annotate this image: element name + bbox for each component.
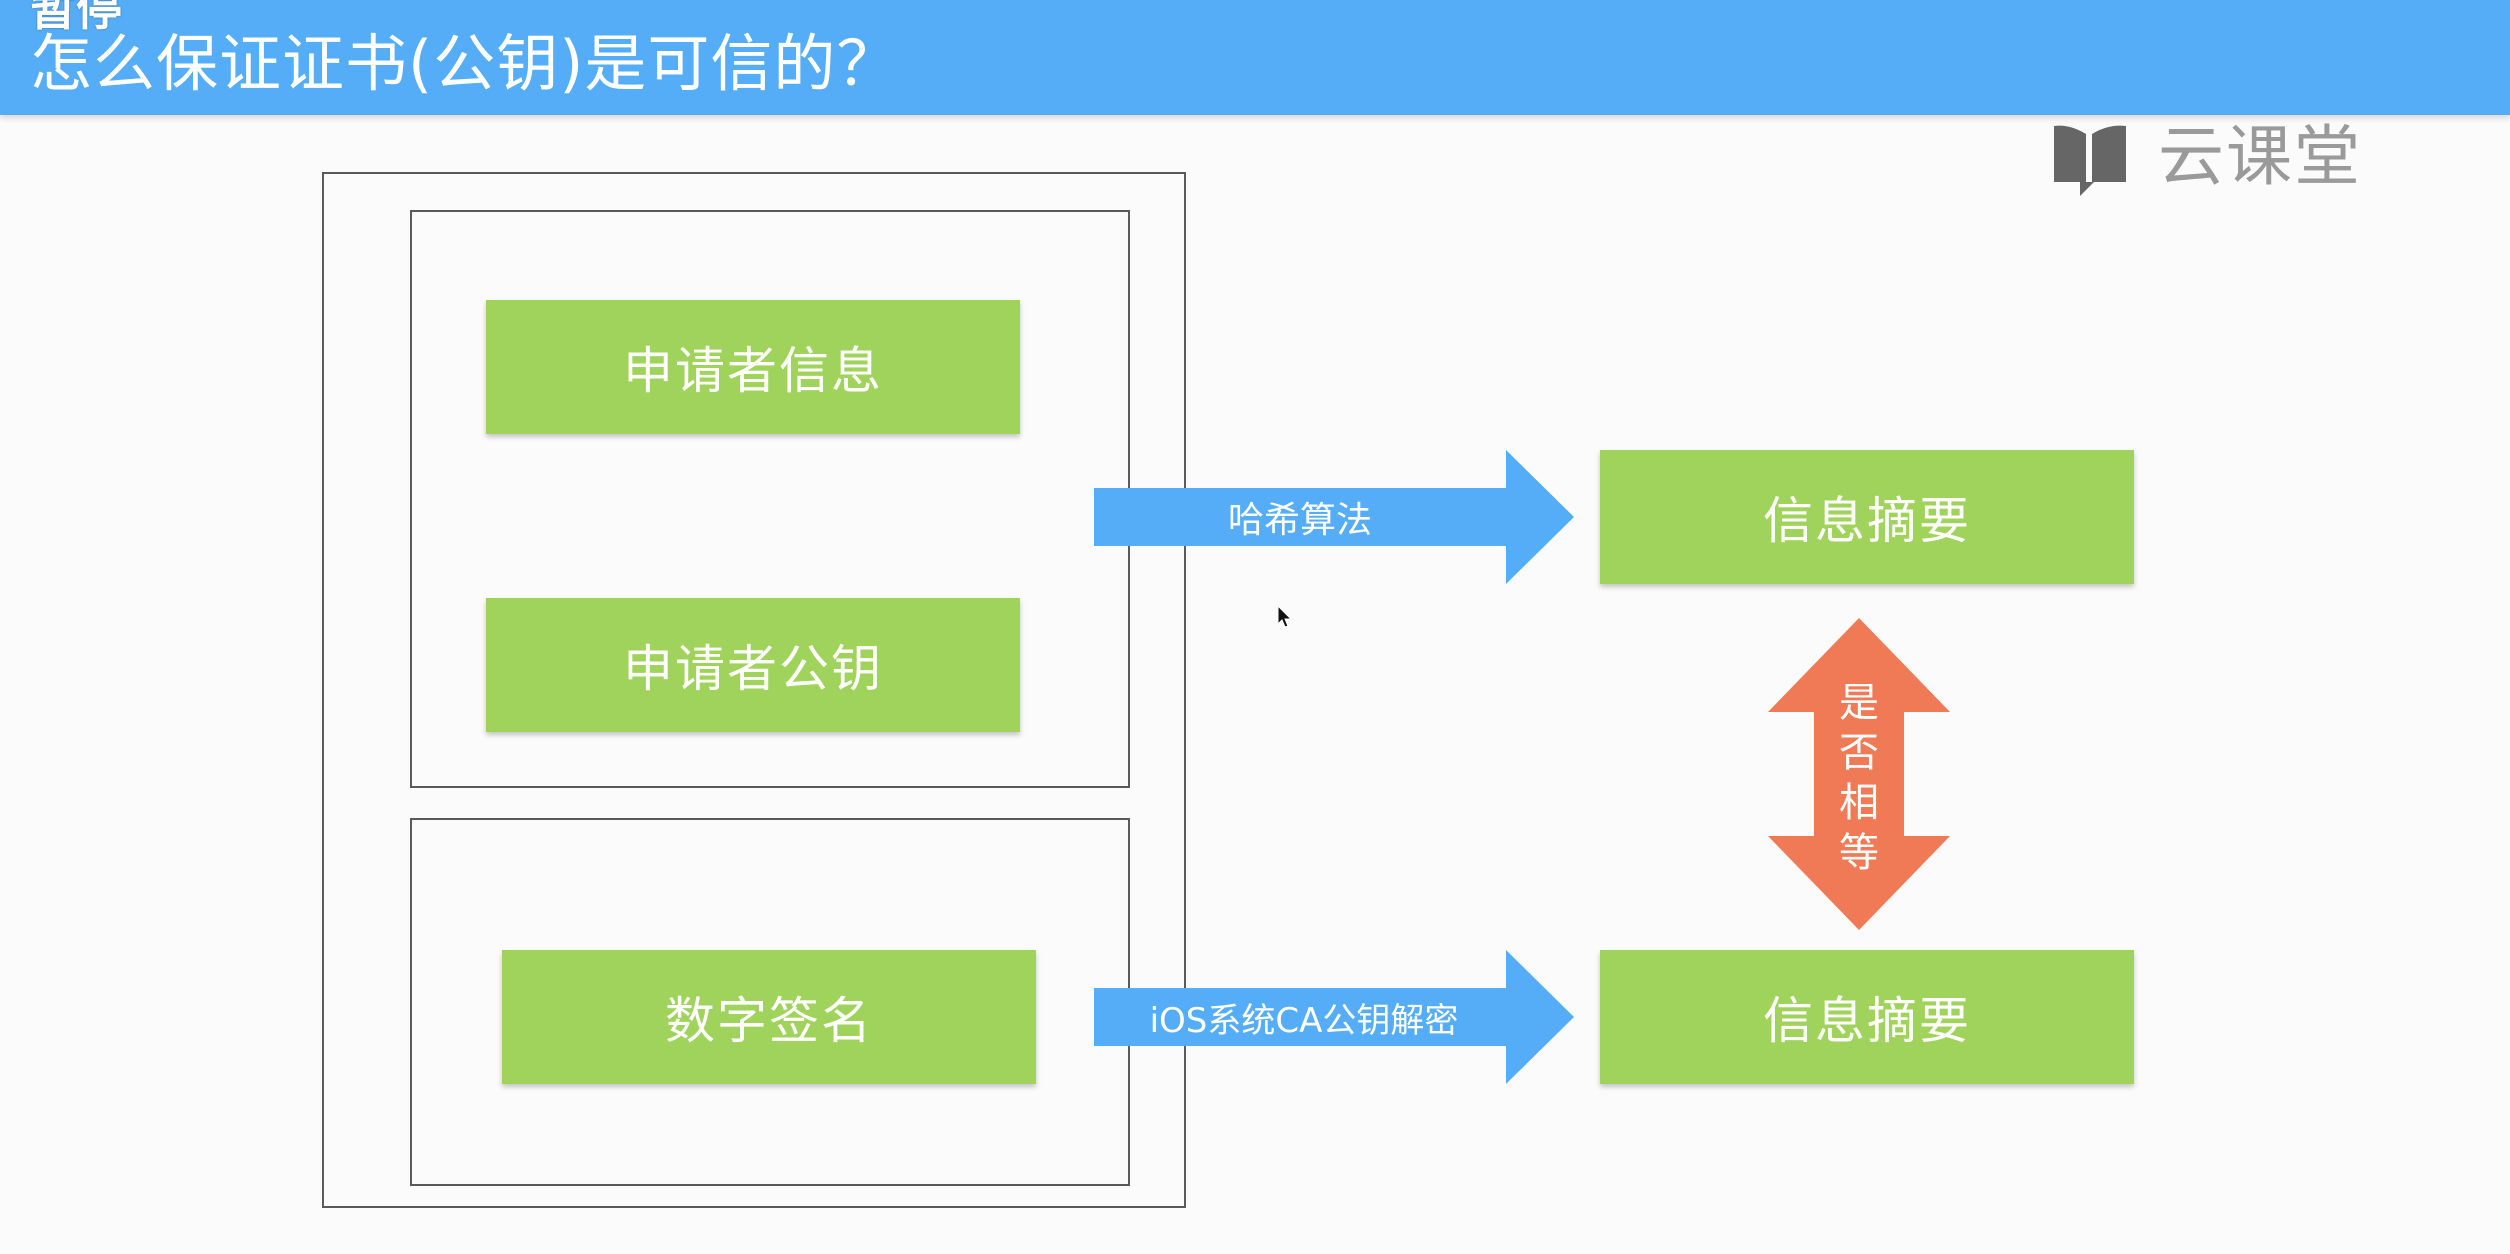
hash-arrow-label: 哈希算法 xyxy=(1227,500,1372,541)
decrypt-arrow-label: iOS系统CA公钥解密 xyxy=(1149,1000,1459,1041)
decrypt-arrow xyxy=(1094,950,1574,1084)
chat-book-icon xyxy=(2054,125,2126,196)
hash-arrow xyxy=(1094,450,1574,584)
compare-char: 等 xyxy=(1839,830,1879,876)
mouse-cursor-icon xyxy=(1278,606,1292,628)
digest-bottom-box: 信息摘要 xyxy=(1600,950,2134,1084)
compare-label: 是 否 相 等 xyxy=(1824,678,1894,878)
netease-cloud-classroom-logo: 云课堂 xyxy=(2050,112,2362,202)
compare-double-arrow xyxy=(1768,618,1950,930)
applicant-pubkey-box: 申请者公钥 xyxy=(486,598,1020,732)
digest-top-box: 信息摘要 xyxy=(1600,450,2134,584)
logo-text: 云课堂 xyxy=(2158,118,2362,195)
title-bar: 怎么保证证书(公钥)是可信的？ 暂停 xyxy=(0,0,2510,115)
slide-title: 怎么保证证书(公钥)是可信的？ xyxy=(30,27,900,100)
certificate-frame xyxy=(322,172,1186,1208)
paused-indicator[interactable]: 暂停 xyxy=(30,0,122,36)
compare-char: 相 xyxy=(1839,780,1879,826)
digital-signature-box: 数字签名 xyxy=(502,950,1036,1084)
compare-char: 否 xyxy=(1839,730,1879,776)
compare-char: 是 xyxy=(1839,680,1879,726)
applicant-info-box: 申请者信息 xyxy=(486,300,1020,434)
